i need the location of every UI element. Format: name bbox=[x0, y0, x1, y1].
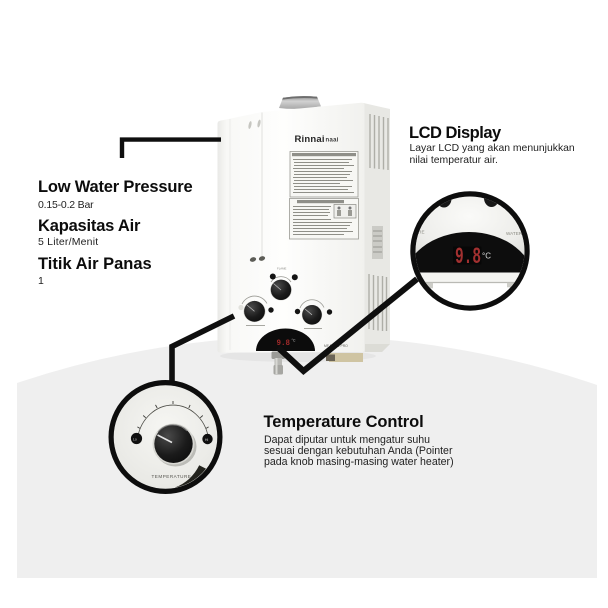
svg-text:9.8: 9.8 bbox=[277, 338, 291, 348]
svg-text:Rinnai: Rinnai bbox=[295, 134, 325, 145]
svg-text:Hi: Hi bbox=[205, 438, 208, 442]
svg-text:9.8: 9.8 bbox=[455, 244, 481, 270]
svg-text:FLAME: FLAME bbox=[277, 267, 286, 271]
svg-text:WATER: WATER bbox=[506, 231, 523, 236]
svg-text:naai: naai bbox=[326, 138, 339, 144]
svg-text:°C: °C bbox=[482, 252, 491, 261]
svg-text:TEMPERATURE: TEMPERATURE bbox=[152, 474, 192, 479]
svg-text:Lo: Lo bbox=[133, 438, 137, 442]
svg-text:°C: °C bbox=[292, 339, 296, 343]
svg-text:TURE: TURE bbox=[412, 230, 425, 235]
